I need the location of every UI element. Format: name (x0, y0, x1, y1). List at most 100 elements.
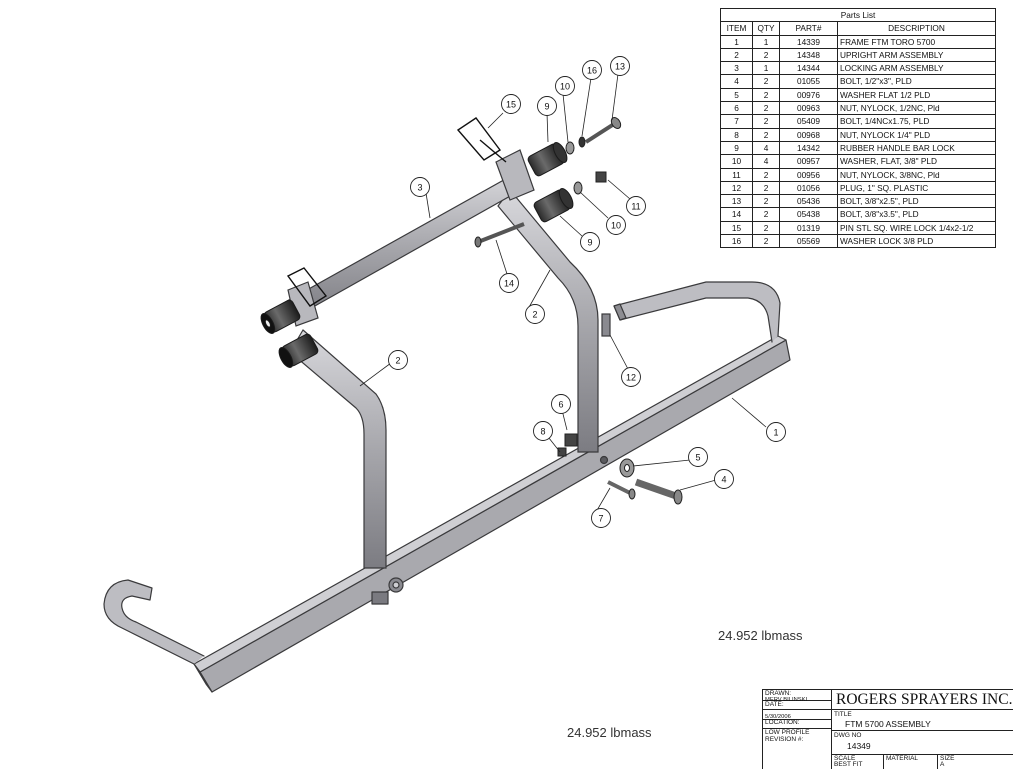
size-value: A (940, 761, 945, 768)
item-cell: 9 (720, 140, 753, 156)
item-cell: 11 (720, 167, 753, 182)
col-header-qty: QTY (752, 21, 780, 36)
description-cell: BOLT, 3/8"x3.5", PLD (837, 207, 996, 222)
qty-cell: 2 (752, 167, 780, 182)
qty-cell: 2 (752, 47, 780, 63)
drawn-label: DRAWN: (765, 690, 792, 697)
qty-cell: 2 (752, 87, 780, 103)
item-cell: 10 (720, 154, 753, 169)
scale-label: SCALE (834, 755, 856, 762)
upright-arms (289, 189, 611, 569)
col-header-description: DESCRIPTION (837, 21, 996, 36)
part-number-cell: 00976 (779, 87, 838, 103)
hardware (474, 116, 683, 505)
description-cell: PIN STL SQ. WIRE LOCK 1/4x2-1/2 (837, 220, 996, 236)
date-value: 5/30/2006 (765, 714, 791, 720)
qty-cell: 2 (752, 194, 780, 209)
size-label: SIZE (940, 755, 955, 762)
description-cell: BOLT, 1/4NCx1.75, PLD (837, 114, 996, 129)
item-cell: 12 (720, 180, 753, 196)
item-cell: 13 (720, 194, 753, 209)
qty-cell: 2 (752, 101, 780, 116)
qty-cell: 1 (752, 61, 780, 76)
wire-lock-pins (286, 117, 507, 307)
date-label: DATE: (765, 701, 784, 708)
parts-list-caption: Parts List (720, 7, 996, 23)
drawn-value: MERV BILINSKI (765, 697, 808, 703)
title-label: TITLE (834, 711, 852, 718)
qty-cell: 2 (752, 207, 780, 222)
description-cell: PLUG, 1" SQ. PLASTIC (837, 180, 996, 196)
item-cell: 3 (720, 61, 753, 76)
mass-label: 24.952 lbmass (718, 628, 803, 643)
qty-cell: 2 (752, 74, 780, 89)
item-cell: 5 (720, 87, 753, 103)
item-cell: 4 (720, 74, 753, 89)
title-block: DRAWN: MERV BILINSKI DATE: 5/30/2006 LOC… (762, 689, 1013, 769)
qty-cell: 4 (752, 154, 780, 169)
material-label: MATERIAL (886, 755, 919, 762)
part-number-cell: 00956 (779, 167, 838, 182)
part-number-cell: 01319 (779, 220, 838, 236)
part-number-cell: 05438 (779, 207, 838, 222)
description-cell: BOLT, 3/8"x2.5", PLD (837, 194, 996, 209)
part-number-cell: 14339 (779, 34, 838, 49)
part-number-cell: 00968 (779, 127, 838, 142)
location-label: LOCATION: (765, 719, 800, 726)
part-number-cell: 14342 (779, 140, 838, 156)
title-value: FTM 5700 ASSEMBLY (845, 719, 931, 729)
description-cell: WASHER LOCK 3/8 PLD (837, 234, 996, 249)
part-number-cell: 01055 (779, 74, 838, 89)
item-cell: 8 (720, 127, 753, 142)
part-number-cell: 00963 (779, 101, 838, 116)
item-cell: 16 (720, 234, 753, 249)
qty-cell: 2 (752, 127, 780, 142)
item-cell: 14 (720, 207, 753, 222)
qty-cell: 4 (752, 140, 780, 156)
revision-label: REVISION #: (765, 736, 804, 743)
qty-cell: 2 (752, 234, 780, 249)
description-cell: RUBBER HANDLE BAR LOCK (837, 140, 996, 156)
part-number-cell: 05409 (779, 114, 838, 129)
location-value: LOW PROFILE (765, 729, 810, 736)
item-cell: 6 (720, 101, 753, 116)
frame-part (103, 281, 791, 693)
description-cell: FRAME FTM TORO 5700 (837, 34, 996, 49)
item-cell: 7 (720, 114, 753, 129)
item-cell: 1 (720, 34, 753, 49)
part-number-cell: 01056 (779, 180, 838, 196)
qty-cell: 2 (752, 114, 780, 129)
col-header-item: ITEM (720, 21, 753, 36)
col-header-part: PART# (779, 21, 838, 36)
item-cell: 15 (720, 220, 753, 236)
company-name: ROGERS SPRAYERS INC. (836, 691, 1013, 708)
part-number-cell: 14344 (779, 61, 838, 76)
part-number-cell: 14348 (779, 47, 838, 63)
description-cell: WASHER FLAT 1/2 PLD (837, 87, 996, 103)
description-cell: WASHER, FLAT, 3/8" PLD (837, 154, 996, 169)
qty-cell: 2 (752, 220, 780, 236)
description-cell: BOLT, 1/2"x3", PLD (837, 74, 996, 89)
description-cell: NUT, NYLOCK, 1/2NC, Pld (837, 101, 996, 116)
qty-cell: 1 (752, 34, 780, 49)
dwg-no-value: 14349 (847, 741, 871, 751)
qty-cell: 2 (752, 180, 780, 196)
part-number-cell: 05569 (779, 234, 838, 249)
rubber-locks (260, 141, 574, 369)
part-number-cell: 05436 (779, 194, 838, 209)
